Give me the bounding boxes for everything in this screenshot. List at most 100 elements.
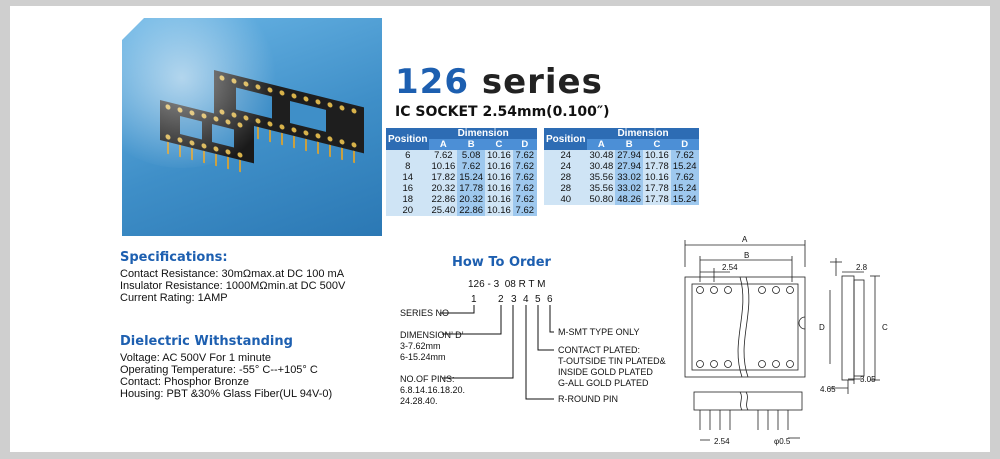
dimension-cell: 17.78 [643,183,671,194]
dimension-cell: 10.16 [485,183,513,194]
dimension-cell: 10.16 [485,205,513,216]
pins-label: NO.OF PINS: [400,374,455,384]
dimension-cell: 20.32 [429,183,458,194]
dim-a-label: A [742,235,748,244]
dimension-cell: 33.02 [615,183,644,194]
specifications-list: Contact Resistance: 30mΩmax.at DC 100 mA… [120,268,345,304]
product-sheet: 126 series IC SOCKET 2.54mm(0.100″) Posi… [10,6,990,452]
dimension-cell: 15.24 [457,172,486,183]
series-number: 126 [395,62,469,102]
contact-plated-inside: INSIDE GOLD PLATED [558,367,653,377]
dimension-cell: 15.24 [670,161,699,172]
order-digit-6: 6 [547,294,553,305]
dimension-cell: 33.02 [615,172,644,183]
col-a-header: A [587,139,616,150]
position-cell: 8 [386,161,430,172]
order-digit-5: 5 [535,294,541,305]
dimension-cell: 17.78 [643,194,671,205]
dim-3-05-label: 3.05 [860,375,876,384]
pin-diameter-label: φ0.5 [774,437,791,446]
dimension-cell: 17.78 [457,183,486,194]
dimension-cell: 10.16 [429,161,458,172]
dimension-cell: 20.32 [457,194,486,205]
dimension-cell: 10.16 [643,150,671,161]
spec-line: Contact Resistance: 30mΩmax.at DC 100 mA [120,268,345,280]
dimension-header: Dimension [429,128,537,139]
col-d-header: D [670,139,699,150]
position-cell: 28 [544,172,588,183]
spec-line: Current Rating: 1AMP [120,292,228,304]
col-d-header: D [512,139,537,150]
col-b-header: B [457,139,486,150]
position-header: Position [386,128,430,150]
col-c-header: C [485,139,513,150]
dimension-cell: 7.62 [670,150,699,161]
dimension-cell: 7.62 [512,161,537,172]
dimension-cell: 22.86 [429,194,458,205]
dielectric-line: Contact: Phosphor Bronze [120,376,250,388]
position-header: Position [544,128,588,150]
position-cell: 24 [544,150,588,161]
dimension-cell: 7.62 [457,161,486,172]
dimension-cell: 17.82 [429,172,458,183]
dimension-cell: 50.80 [587,194,616,205]
dimension-cell: 7.62 [512,150,537,161]
m-smt-label: M-SMT TYPE ONLY [558,327,640,337]
dim-b-label: B [744,251,749,260]
position-cell: 16 [386,183,430,194]
dim-4-65-label: 4.65 [820,385,836,394]
dimension-cell: 10.16 [485,172,513,183]
dimension-cell: 5.08 [457,150,486,161]
dielectric-line: Housing: PBT &30% Glass Fiber(UL 94V-0) [120,388,333,400]
dimension-cell: 35.56 [587,172,616,183]
order-digit-1: 1 [471,294,477,305]
position-cell: 20 [386,205,430,216]
dimension-opt-1: 3-7.62mm [400,341,441,351]
dimension-cell: 27.94 [615,161,644,172]
product-subtitle: IC SOCKET 2.54mm(0.100″) [395,104,610,120]
dim-d-label: D [819,323,825,332]
contact-plated-label: CONTACT PLATED: [558,345,640,355]
contact-plated-t: T-OUTSIDE TIN PLATED& [558,356,666,366]
dim-c-label: C [882,323,888,332]
dimension-cell: 48.26 [615,194,644,205]
dimension-cell: 17.78 [643,161,671,172]
dimension-cell: 10.16 [485,194,513,205]
order-digit-2: 2 [498,294,504,305]
dimension-cell: 7.62 [670,172,699,183]
series-no-label: SERIES NO [400,308,449,318]
dimension-cell: 7.62 [512,172,537,183]
dielectric-list: Voltage: AC 500V For 1 minute Operating … [120,352,332,400]
dimension-cell: 30.48 [587,150,616,161]
position-cell: 40 [544,194,588,205]
specifications-heading: Specifications: [120,250,228,265]
product-photo [122,18,382,236]
how-to-order-diagram: How To Order 126 - 3 08 R T M 1 2 3 4 5 … [400,255,666,406]
order-digit-3: 3 [511,294,517,305]
series-title: 126 series [395,62,603,102]
dimension-cell: 10.16 [643,172,671,183]
dielectric-line: Voltage: AC 500V For 1 minute [120,352,272,364]
dimension-cell: 7.62 [429,150,458,161]
col-c-header: C [643,139,671,150]
order-code: 126 - 3 08 R T M [468,279,545,290]
series-word: series [481,62,603,102]
dimension-cell: 15.24 [670,183,699,194]
dimension-opt-2: 6-15.24mm [400,352,446,362]
pins-values-1: 6.8.14.16.18.20. [400,385,465,395]
pitch-bottom-label: 2.54 [714,437,730,446]
dimension-cell: 27.94 [615,150,644,161]
dimension-cell: 7.62 [512,183,537,194]
dielectric-heading: Dielectric Withstanding [120,334,293,349]
contact-plated-g: G-ALL GOLD PLATED [558,378,649,388]
dimension-cell: 10.16 [485,150,513,161]
spec-line: Insulator Resistance: 1000MΩmin.at DC 50… [120,280,346,292]
round-pin-label: R-ROUND PIN [558,394,618,404]
